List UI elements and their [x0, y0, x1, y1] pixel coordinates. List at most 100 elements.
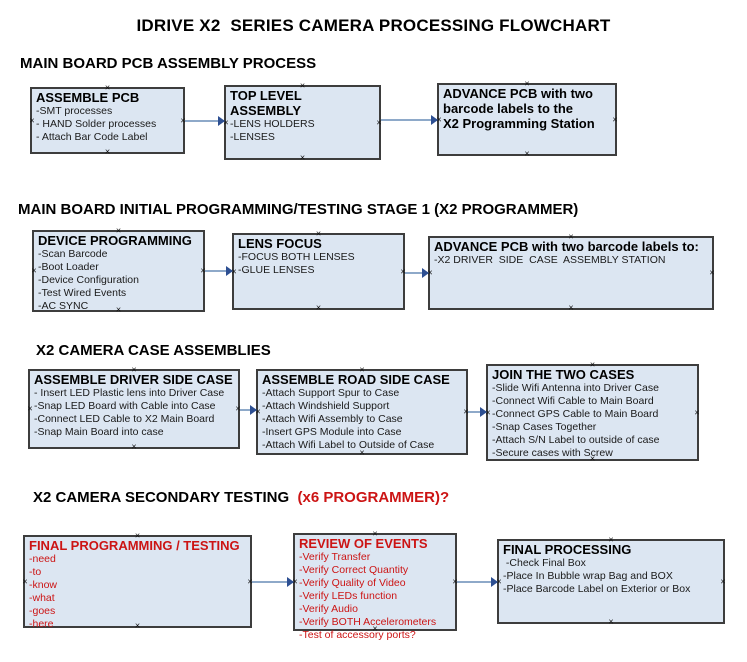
box-join-the-two-cases: JOIN THE TWO CASES -Slide Wifi Antenna i…: [485, 360, 700, 463]
box-item: -LENS HOLDERS: [230, 118, 315, 130]
box-items: -Verify Transfer-Verify Correct Quantity…: [299, 551, 451, 642]
box-item: -what: [29, 592, 55, 604]
box-items: - Insert LED Plastic lens into Driver Ca…: [34, 387, 234, 439]
section-heading-pcb-assembly: MAIN BOARD PCB ASSEMBLY PROCESS: [20, 55, 317, 72]
box-item: -Scan Barcode: [38, 248, 108, 260]
box-item: - Insert LED Plastic lens into Driver Ca…: [34, 387, 225, 399]
connector-point-marker: ×: [612, 114, 618, 124]
box-item: -Verify BOTH Accelerometers: [299, 616, 437, 628]
section-heading-initial-programming: MAIN BOARD INITIAL PROGRAMMING/TESTING S…: [18, 201, 579, 218]
box-title: ADVANCE PCB with two barcode labels to:: [434, 239, 699, 254]
box-item: -Boot Loader: [38, 261, 99, 273]
box-item: -Place In Bubble wrap Bag and BOX: [503, 570, 673, 582]
box-items: -SMT processes- HAND Solder processes- A…: [36, 105, 179, 144]
box-item: -goes: [29, 605, 56, 617]
flow-arrow: [252, 577, 294, 587]
connector-point-marker: ×: [608, 616, 614, 627]
box-item: -SMT processes: [36, 105, 113, 117]
box-item: -Test of accessory ports?: [299, 629, 416, 641]
box-item: -Attach S/N Label to outside of case: [492, 434, 660, 446]
box-item: -Attach Wifi Label to Outside of Case: [262, 439, 435, 451]
box-final-programming-testing: FINAL PROGRAMMING / TESTING -need-to-kno…: [22, 531, 252, 631]
box-items: -Check Final Box-Place In Bubble wrap Ba…: [503, 557, 719, 596]
box-item: -LENSES: [230, 131, 275, 143]
flow-arrow: [185, 116, 225, 126]
box-title: ASSEMBLE PCB: [36, 90, 140, 105]
section-heading-secondary-testing: X2 CAMERA SECONDARY TESTING (x6 PROGRAMM…: [33, 489, 449, 506]
box-items: -FOCUS BOTH LENSES-GLUE LENSES: [238, 251, 399, 277]
box-device-programming: DEVICE PROGRAMMING -Scan Barcode-Boot Lo…: [31, 226, 205, 314]
connector-point-marker: ×: [22, 576, 28, 586]
flowchart-title: IDRIVE X2 SERIES CAMERA PROCESSING FLOWC…: [136, 16, 611, 35]
connector-point-marker: ×: [524, 148, 530, 159]
box-item: -GLUE LENSES: [238, 264, 315, 276]
box-advance-pcb-case-station: ADVANCE PCB with two barcode labels to: …: [427, 232, 715, 313]
box-item: -need: [29, 553, 56, 565]
box-item: -Attach Support Spur to Case: [262, 387, 400, 399]
box-final-processing: FINAL PROCESSING -Check Final Box-Place …: [496, 535, 726, 627]
box-item: -Verify Transfer: [299, 551, 371, 563]
connector-point-marker: ×: [720, 576, 726, 586]
box-assemble-pcb: ASSEMBLE PCB -SMT processes- HAND Solder…: [29, 83, 185, 157]
box-item: -Verify LEDs function: [299, 590, 398, 602]
box-items: -need-to-know-what-goes-here: [29, 553, 246, 631]
box-items: -LENS HOLDERS-LENSES: [230, 118, 375, 144]
box-item: -FOCUS BOTH LENSES: [238, 251, 355, 263]
box-item: -AC SYNC: [38, 300, 89, 312]
box-item: -X2 DRIVER SIDE CASE ASSEMBLY STATION: [434, 254, 666, 266]
box-title: LENS FOCUS: [238, 236, 322, 251]
flow-arrow: [240, 405, 257, 415]
box-item: -Verify Quality of Video: [299, 577, 406, 589]
box-review-of-events: REVIEW OF EVENTS -Verify Transfer-Verify…: [292, 529, 457, 641]
box-item: -Device Configuration: [38, 274, 139, 286]
box-title: ADVANCE PCB with two barcode labels to t…: [443, 86, 595, 131]
box-item: -to: [29, 566, 42, 578]
box-items: -Slide Wifi Antenna into Driver Case -Con…: [492, 382, 693, 460]
connector-point-marker: ×: [131, 441, 137, 452]
box-items: -Attach Support Spur to Case-Attach Wind…: [262, 387, 462, 452]
flow-arrow: [205, 266, 233, 276]
box-item: -Connect LED Cable to X2 Main Board: [34, 413, 215, 425]
connector-point-marker: ×: [29, 115, 35, 125]
box-advance-pcb-programming-station: ADVANCE PCB with two barcode labels to t…: [436, 79, 618, 159]
section-heading-suffix: (x6 PROGRAMMER)?: [293, 489, 450, 506]
box-item: -Snap LED Board with Cable into Case: [34, 400, 216, 412]
flow-arrow: [457, 577, 498, 587]
connector-point-marker: ×: [568, 302, 574, 313]
section-heading-text: X2 CAMERA SECONDARY TESTING: [33, 489, 294, 506]
flow-arrow: [468, 407, 487, 417]
box-item: -Slide Wifi Antenna into Driver Case: [492, 382, 659, 394]
box-title: ASSEMBLE ROAD SIDE CASE: [262, 372, 450, 387]
connector-point-marker: ×: [104, 146, 111, 157]
connector-point-marker: ×: [315, 302, 322, 313]
connector-point-marker: ×: [709, 267, 715, 278]
box-title: JOIN THE TWO CASES: [492, 367, 635, 382]
box-item: -Attach Wifi Assembly to Case: [262, 413, 403, 425]
box-item: -Verify Correct Quantity: [299, 564, 409, 576]
box-item: -Place Barcode Label on Exterior or Box: [503, 583, 691, 595]
box-item: -know: [29, 579, 58, 591]
connector-point-marker: ×: [31, 265, 37, 276]
box-assemble-driver-side-case: ASSEMBLE DRIVER SIDE CASE - Insert LED P…: [27, 365, 240, 452]
box-item: -Secure cases with Screw: [492, 447, 613, 459]
connector-point-marker: ×: [694, 407, 700, 417]
box-title: FINAL PROCESSING: [503, 542, 632, 557]
box-item: -Check Final Box: [503, 557, 586, 569]
box-item: -Test Wired Events: [38, 287, 127, 299]
flow-arrow: [405, 268, 429, 278]
box-item: -Verify Audio: [299, 603, 358, 615]
box-item: -Connect GPS Cable to Main Board: [492, 408, 659, 420]
box-title: TOP LEVEL ASSEMBLY: [230, 88, 302, 118]
box-title: FINAL PROGRAMMING / TESTING: [29, 538, 240, 553]
box-title: ASSEMBLE DRIVER SIDE CASE: [34, 372, 233, 387]
flow-arrow: [381, 115, 438, 125]
box-item: -Insert GPS Module into Case: [262, 426, 402, 438]
box-item: -Attach Windshield Support: [262, 400, 390, 412]
box-items: -X2 DRIVER SIDE CASE ASSEMBLY STATION: [434, 254, 708, 267]
box-title: REVIEW OF EVENTS: [299, 536, 428, 551]
section-heading-case-assemblies: X2 CAMERA CASE ASSEMBLIES: [36, 342, 271, 359]
box-item: - Attach Bar Code Label: [36, 131, 148, 143]
box-item: -Snap Main Board into case: [34, 426, 164, 438]
box-item: - HAND Solder processes: [36, 118, 157, 130]
